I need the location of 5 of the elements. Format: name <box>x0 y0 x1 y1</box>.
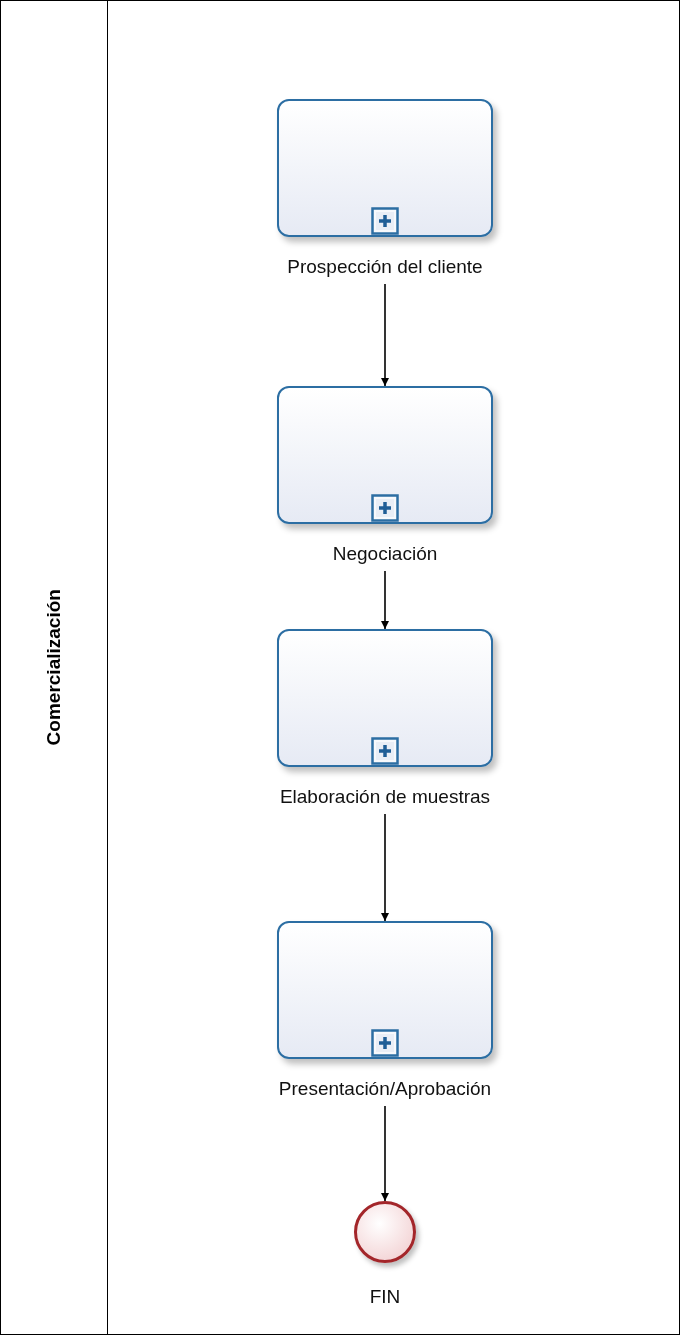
arrow <box>381 570 389 630</box>
lane-label: Comercialización <box>41 589 65 746</box>
arrow <box>381 283 389 387</box>
arrow <box>381 1105 389 1202</box>
arrow <box>381 813 389 922</box>
